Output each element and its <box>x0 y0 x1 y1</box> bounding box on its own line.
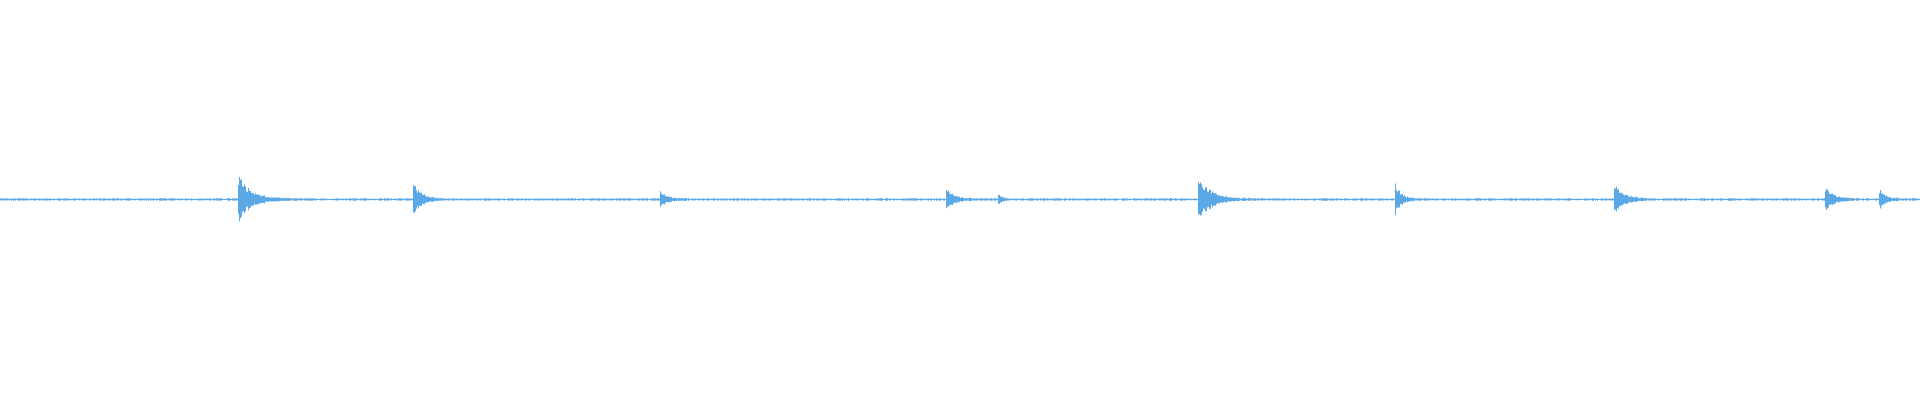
waveform-trace <box>0 177 1920 222</box>
